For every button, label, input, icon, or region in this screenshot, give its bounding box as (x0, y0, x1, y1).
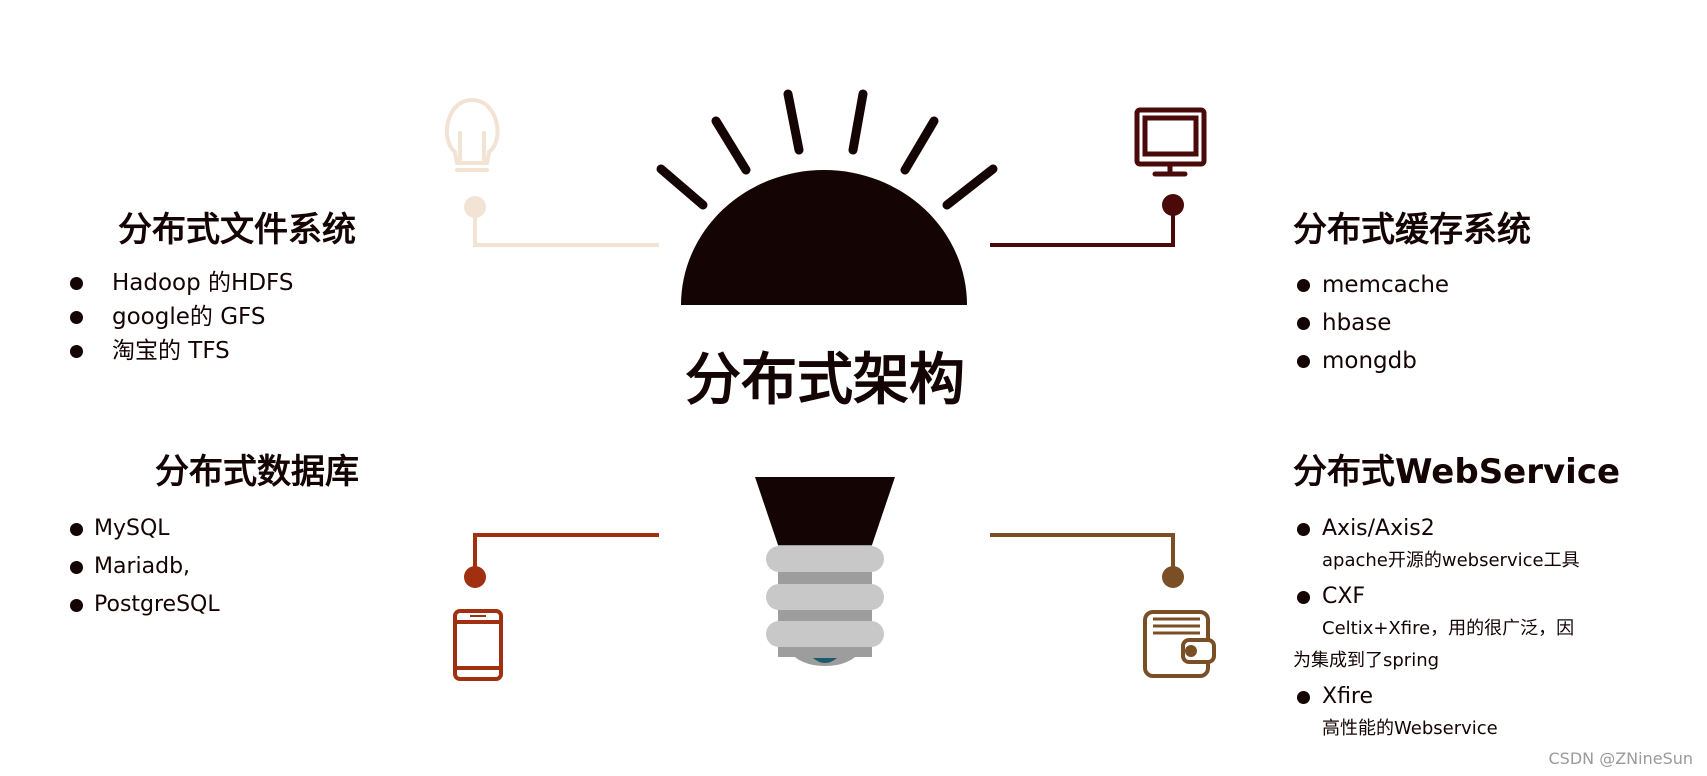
list-item: 淘宝的 TFS (68, 334, 293, 368)
lightbulb-base (755, 477, 895, 666)
cache-list: memcache hbase mongdb (1296, 266, 1449, 380)
webservice-list: CXF (1296, 580, 1365, 614)
list-item: mongdb (1296, 342, 1449, 380)
heading-webservice: 分布式WebService (1293, 452, 1621, 492)
connector-top-left (464, 196, 659, 247)
webservice-note: 为集成到了spring (1293, 650, 1440, 671)
heading-database: 分布式数据库 (155, 452, 359, 492)
wallet-icon (1143, 610, 1216, 678)
heading-file-system: 分布式文件系统 (118, 210, 356, 250)
webservice-list: Xfire (1296, 680, 1373, 714)
webservice-note: apache开源的webservice工具 (1322, 550, 1580, 571)
webservice-list: Axis/Axis2 (1296, 512, 1435, 546)
sun-rays (656, 89, 998, 210)
webservice-note: 高性能的Webservice (1322, 718, 1498, 739)
list-item: google的 GFS (68, 300, 293, 334)
connector-bottom-right (990, 533, 1184, 588)
watermark: CSDN @ZNineSun (1548, 749, 1694, 768)
connector-top-right (990, 194, 1184, 247)
list-item: MySQL (68, 510, 220, 548)
monitor-icon (1134, 107, 1207, 177)
lightbulb-icon (445, 97, 500, 172)
sun-dome (681, 170, 967, 305)
database-list: MySQL Mariadb, PostgreSQL (68, 510, 220, 624)
heading-cache: 分布式缓存系统 (1293, 210, 1531, 250)
center-title: 分布式架构 (685, 348, 965, 413)
list-item: Hadoop 的HDFS (68, 266, 293, 300)
list-item: PostgreSQL (68, 586, 220, 624)
list-item: memcache (1296, 266, 1449, 304)
connector-bottom-left (464, 533, 659, 588)
list-item: Mariadb, (68, 548, 220, 586)
list-item: Axis/Axis2 (1296, 512, 1435, 546)
webservice-note: Celtix+Xfire，用的很广泛，因 (1322, 618, 1575, 639)
list-item: CXF (1296, 580, 1365, 614)
list-item: hbase (1296, 304, 1449, 342)
list-item: Xfire (1296, 680, 1373, 714)
file-system-list: Hadoop 的HDFS google的 GFS 淘宝的 TFS (68, 266, 293, 368)
smartphone-icon (453, 609, 503, 681)
